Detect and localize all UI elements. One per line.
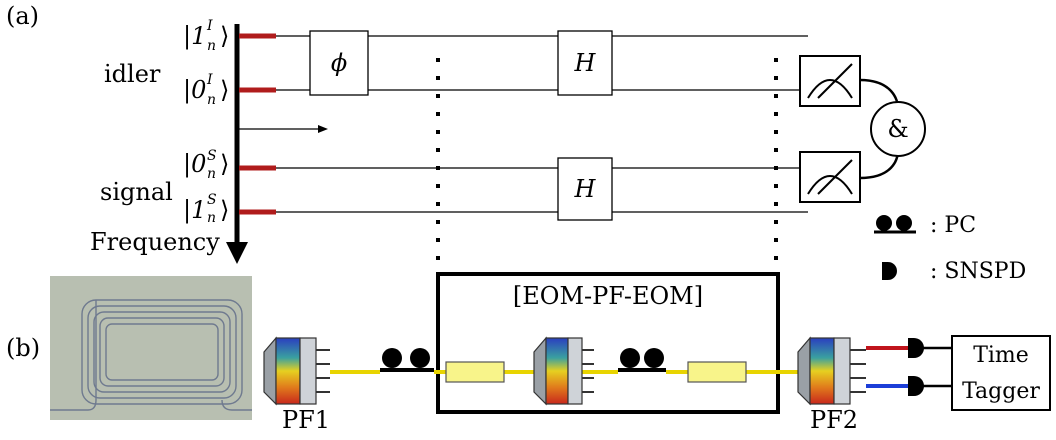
svg-text:Time: Time bbox=[973, 343, 1029, 368]
small-arrow bbox=[238, 125, 328, 133]
svg-text:n: n bbox=[207, 210, 216, 226]
snspd-detector-bottom bbox=[908, 376, 952, 396]
panel-label-a: (a) bbox=[6, 2, 39, 30]
chip-image bbox=[50, 276, 252, 420]
signal-label: signal bbox=[100, 178, 173, 206]
svg-text:H: H bbox=[574, 175, 597, 203]
panel-label-b: (b) bbox=[6, 334, 40, 362]
svg-text:: SNSPD: : SNSPD bbox=[930, 259, 1026, 284]
pulse-filter-icon-pf2 bbox=[798, 338, 866, 404]
svg-text:⟩: ⟩ bbox=[220, 150, 229, 178]
legend-snspd: : SNSPD bbox=[882, 259, 1026, 284]
pulse-filter-icon-pf1 bbox=[264, 338, 330, 404]
ket-signal-0: |0 S n ⟩ bbox=[183, 148, 229, 182]
svg-text:&: & bbox=[887, 115, 908, 143]
svg-text:[EOM-PF-EOM]: [EOM-PF-EOM] bbox=[513, 282, 703, 310]
svg-text:⟩: ⟩ bbox=[220, 22, 229, 50]
eom-pf-eom-box: [EOM-PF-EOM] bbox=[438, 274, 778, 412]
svg-text:: PC: : PC bbox=[930, 213, 976, 238]
pf2-label: PF2 bbox=[810, 406, 858, 434]
meter-icon-signal bbox=[800, 152, 860, 202]
eom-1 bbox=[446, 362, 504, 382]
svg-text:I: I bbox=[206, 18, 213, 34]
svg-text:S: S bbox=[207, 148, 217, 164]
coincidence-node: & bbox=[860, 80, 925, 178]
svg-text:|1: |1 bbox=[183, 22, 206, 51]
time-tagger-box: Time Tagger bbox=[952, 336, 1050, 410]
pf1-label: PF1 bbox=[282, 406, 330, 434]
ket-idler-0: |0 I n ⟩ bbox=[183, 72, 229, 108]
phase-gate: ϕ bbox=[310, 31, 368, 95]
svg-text:⟩: ⟩ bbox=[220, 196, 229, 224]
frequency-label: Frequency bbox=[90, 228, 220, 256]
idler-label: idler bbox=[104, 60, 161, 88]
meter-icon-idler bbox=[800, 56, 860, 106]
svg-text:H: H bbox=[574, 49, 597, 77]
svg-text:|0: |0 bbox=[183, 76, 206, 105]
polarization-controller-2 bbox=[618, 348, 666, 370]
svg-text:I: I bbox=[206, 72, 213, 88]
polarization-controller-1 bbox=[380, 348, 434, 370]
hadamard-gate-top: H bbox=[558, 31, 612, 95]
svg-text:n: n bbox=[207, 166, 216, 182]
mode-ticks bbox=[239, 36, 276, 212]
snspd-detector-top bbox=[908, 338, 952, 358]
svg-text:S: S bbox=[207, 192, 217, 208]
ket-idler-1: |1 I n ⟩ bbox=[183, 18, 229, 54]
svg-text:Tagger: Tagger bbox=[962, 379, 1040, 404]
legend-pc: : PC bbox=[874, 213, 976, 238]
eom-2 bbox=[688, 362, 746, 382]
svg-text:n: n bbox=[207, 92, 216, 108]
svg-text:|1: |1 bbox=[183, 196, 206, 225]
frequency-axis bbox=[226, 24, 248, 264]
svg-text:ϕ: ϕ bbox=[331, 49, 347, 77]
svg-text:|0: |0 bbox=[183, 150, 206, 179]
hadamard-gate-bottom: H bbox=[558, 158, 612, 220]
output-fibers bbox=[866, 348, 910, 386]
svg-text:n: n bbox=[207, 38, 216, 54]
ket-signal-1: |1 S n ⟩ bbox=[183, 192, 229, 226]
svg-text:⟩: ⟩ bbox=[220, 76, 229, 104]
